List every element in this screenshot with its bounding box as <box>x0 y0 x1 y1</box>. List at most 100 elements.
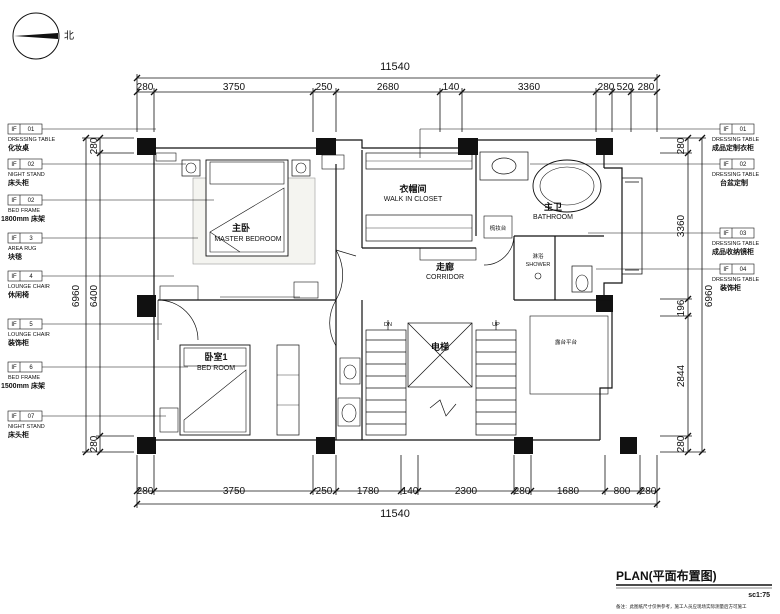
svg-text:02: 02 <box>28 198 35 204</box>
wardrobe-bedroom1 <box>276 344 300 436</box>
svg-text:NIGHT STAND: NIGHT STAND <box>8 424 45 430</box>
svg-text:IF: IF <box>11 274 17 280</box>
svg-text:4: 4 <box>29 274 33 280</box>
left-tag-leaders <box>42 128 214 417</box>
north-label: 北 <box>64 30 74 42</box>
master-bedroom-label-cn: 主卧 <box>232 222 250 233</box>
doors <box>157 235 515 347</box>
corridor-label-en: CORRIDOR <box>426 274 464 281</box>
svg-text:DRESSING TABLE: DRESSING TABLE <box>712 277 760 283</box>
svg-text:装饰柜: 装饰柜 <box>719 283 741 292</box>
vanity <box>479 151 529 181</box>
north-arrow: 北 <box>12 12 74 60</box>
bottom-dimension-4: 1780 <box>357 486 380 497</box>
stair-down-label: DN <box>384 322 392 328</box>
shower-drain-icon <box>534 272 542 280</box>
svg-text:IF: IF <box>11 365 17 371</box>
right-inner-dimension-5: 280 <box>676 435 687 452</box>
top-dimension-3: 250 <box>316 82 333 93</box>
right-inner-dimension-1: 280 <box>676 137 687 154</box>
lounge-chair <box>159 285 199 301</box>
master-bed <box>205 159 289 257</box>
svg-text:AREA RUG: AREA RUG <box>8 246 36 252</box>
elevator-label: 电梯 <box>431 341 449 352</box>
svg-text:01: 01 <box>740 127 747 133</box>
elevator-shaft <box>407 322 473 388</box>
svg-text:DRESSING TABLE: DRESSING TABLE <box>8 137 56 143</box>
left-dimension-ticks <box>82 134 104 456</box>
right-tag-3: IF 03 DRESSING TABLE 成品收纳镜柜 <box>712 227 760 256</box>
svg-text:01: 01 <box>28 127 35 133</box>
bottom-dimension-6: 2300 <box>455 486 478 497</box>
top-total-dimension: 11540 <box>380 61 410 73</box>
left-dimension-lines <box>82 137 134 453</box>
bottom-dimension-10: 280 <box>640 486 657 497</box>
walk-in-closet-label-en: WALK IN CLOSET <box>384 196 443 203</box>
svg-text:DRESSING TABLE: DRESSING TABLE <box>712 241 760 247</box>
top-dimension-8: 520 <box>617 82 634 93</box>
left-inner-dimension-3: 280 <box>89 435 100 452</box>
right-tag-2: IF 02 DRESSING TABLE 台盆定制 <box>712 158 760 187</box>
north-arrow-icon <box>14 33 58 39</box>
left-tag-7: IF 6 BED FRAME 1500mm 床架 <box>1 361 45 390</box>
svg-text:IF: IF <box>11 198 17 204</box>
top-dimension-ticks <box>133 74 661 96</box>
bottom-dimension-1: 280 <box>137 486 154 497</box>
svg-text:03: 03 <box>740 231 747 237</box>
svg-text:IF: IF <box>11 236 17 242</box>
left-tag-4: IF 3 AREA RUG 块毯 <box>7 232 43 261</box>
plan-title: PLAN(平面布置图) <box>616 568 717 583</box>
svg-text:IF: IF <box>723 267 729 273</box>
bedroom1-toilet <box>337 397 361 427</box>
svg-text:07: 07 <box>28 414 35 420</box>
right-outer-dimension: 6960 <box>704 284 715 307</box>
svg-text:02: 02 <box>28 162 35 168</box>
svg-text:5: 5 <box>29 322 33 328</box>
left-inner-dimension-1: 280 <box>89 137 100 154</box>
svg-text:IF: IF <box>723 162 729 168</box>
bottom-dimension-8: 1680 <box>557 486 580 497</box>
left-tag-8: IF 07 NIGHT STAND 床头柜 <box>7 410 45 439</box>
vanity-basin <box>491 157 517 175</box>
top-dimension-9: 280 <box>638 82 655 93</box>
top-dimension-lines <box>136 74 658 132</box>
svg-text:IF: IF <box>723 231 729 237</box>
right-tag-4: IF 04 DRESSING TABLE 装饰柜 <box>712 263 760 292</box>
top-dimension-5: 140 <box>443 82 460 93</box>
plan-note: 备注：此图纸尺寸仅供参考，施工人员应现场实际测量后方可施工 <box>616 603 747 610</box>
plan-scale: sc1:75 <box>748 592 770 599</box>
left-outer-dimension: 6960 <box>71 284 82 307</box>
bottom-dimension-2: 3750 <box>223 486 246 497</box>
stair-elevator-core <box>365 320 517 436</box>
night-stand-bedroom1 <box>159 407 179 433</box>
svg-text:IF: IF <box>11 162 17 168</box>
svg-text:台盆定制: 台盆定制 <box>720 178 748 187</box>
bed-1500 <box>179 344 251 436</box>
bathroom-label-cn: 主卫 <box>544 201 562 212</box>
svg-text:休闲椅: 休闲椅 <box>7 290 29 299</box>
svg-text:BED FRAME: BED FRAME <box>8 375 40 381</box>
terrace-label: 露台平台 <box>555 338 578 346</box>
bottom-dimension-9: 800 <box>614 486 631 497</box>
balcony-bay <box>622 177 643 275</box>
master-bathroom: 梳妆台 主卫 BATHROOM 淋浴 SHOWER <box>479 151 602 293</box>
right-inner-dimension-3: 196 <box>676 299 687 316</box>
dressing-table <box>155 152 177 162</box>
walk-in-closet: 衣帽间 WALK IN CLOSET <box>321 152 473 242</box>
svg-text:成品收纳镜柜: 成品收纳镜柜 <box>712 247 754 256</box>
svg-text:IF: IF <box>11 127 17 133</box>
master-bedroom-label-en: MASTER BEDROOM <box>214 236 281 243</box>
right-inner-dimension-4: 2844 <box>676 364 687 387</box>
svg-text:3: 3 <box>29 236 33 242</box>
top-dimension-4: 2680 <box>377 82 400 93</box>
master-bedroom: 主卧 MASTER BEDROOM <box>155 152 319 301</box>
right-inner-dimension-2: 3360 <box>676 214 687 237</box>
svg-text:IF: IF <box>723 127 729 133</box>
left-tag-3: IF 02 BED FRAME 1800mm 床架 <box>1 194 45 223</box>
right-dimension-lines <box>660 137 706 453</box>
svg-text:LOUNGE CHAIR: LOUNGE CHAIR <box>8 284 50 290</box>
svg-text:BED FRAME: BED FRAME <box>8 208 40 214</box>
svg-text:6: 6 <box>29 365 33 371</box>
bedroom1-label-cn: 卧室1 <box>204 351 227 362</box>
corridor-label-cn: 走廊 <box>435 261 454 272</box>
